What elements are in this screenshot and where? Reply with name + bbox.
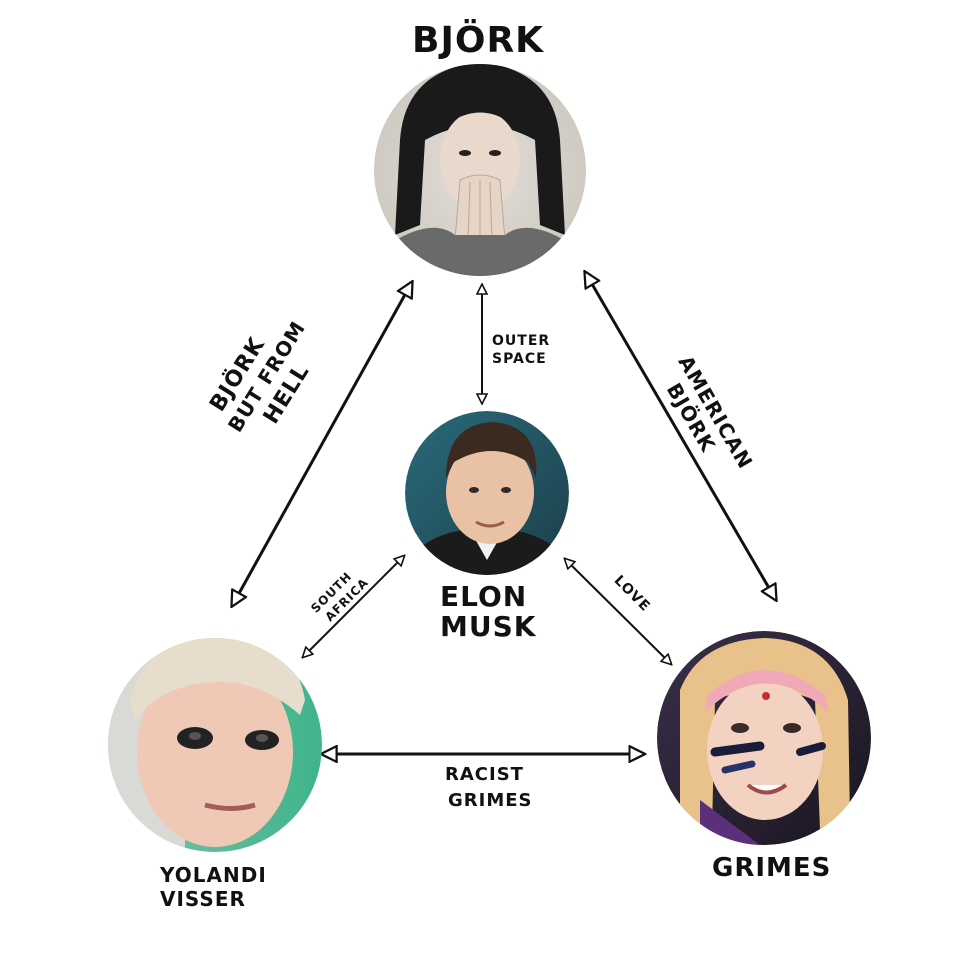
edge-label-bjork-elon-line2: SPACE [492,351,547,367]
yolandi-portrait [108,638,322,852]
edge-label-elon-yolandi: SOUTH AFRICA [308,569,371,624]
node-yolandi-name-line1: YOLANDI [159,863,267,887]
grimes-portrait [657,631,871,845]
edge-elon-grimes [565,559,671,664]
node-yolandi-name-line2: VISSER [160,887,246,911]
node-elon-name-line1: ELON [440,580,527,613]
edge-elon-yolandi [303,556,404,657]
edge-bjork-yolandi [232,282,412,606]
node-elon: ELON MUSK [405,411,569,643]
edge-label-yolandi-grimes-line1: RACIST [445,764,524,785]
bjork-portrait [374,64,586,276]
elon-portrait [405,411,569,575]
edge-bjork-grimes [585,272,776,600]
node-bjork-title: BJÖRK [412,19,544,61]
edge-label-yolandi-grimes: RACIST GRIMES [445,764,533,811]
edge-label-elon-grimes-text: LOVE [611,573,654,616]
edge-label-bjork-elon: OUTER SPACE [492,333,550,367]
edge-label-elon-grimes: LOVE [611,573,654,616]
node-grimes: GRIMES [657,631,871,883]
edge-label-yolandi-grimes-line2: GRIMES [448,790,533,811]
edge-label-bjork-yolandi: BJÖRK BUT FROM HELL [204,317,314,437]
node-yolandi: YOLANDI VISSER [108,638,322,911]
node-bjork: BJÖRK [374,19,586,276]
edge-label-bjork-elon-line1: OUTER [492,333,550,349]
node-elon-name-line2: MUSK [440,610,537,643]
node-grimes-name: GRIMES [712,853,831,883]
